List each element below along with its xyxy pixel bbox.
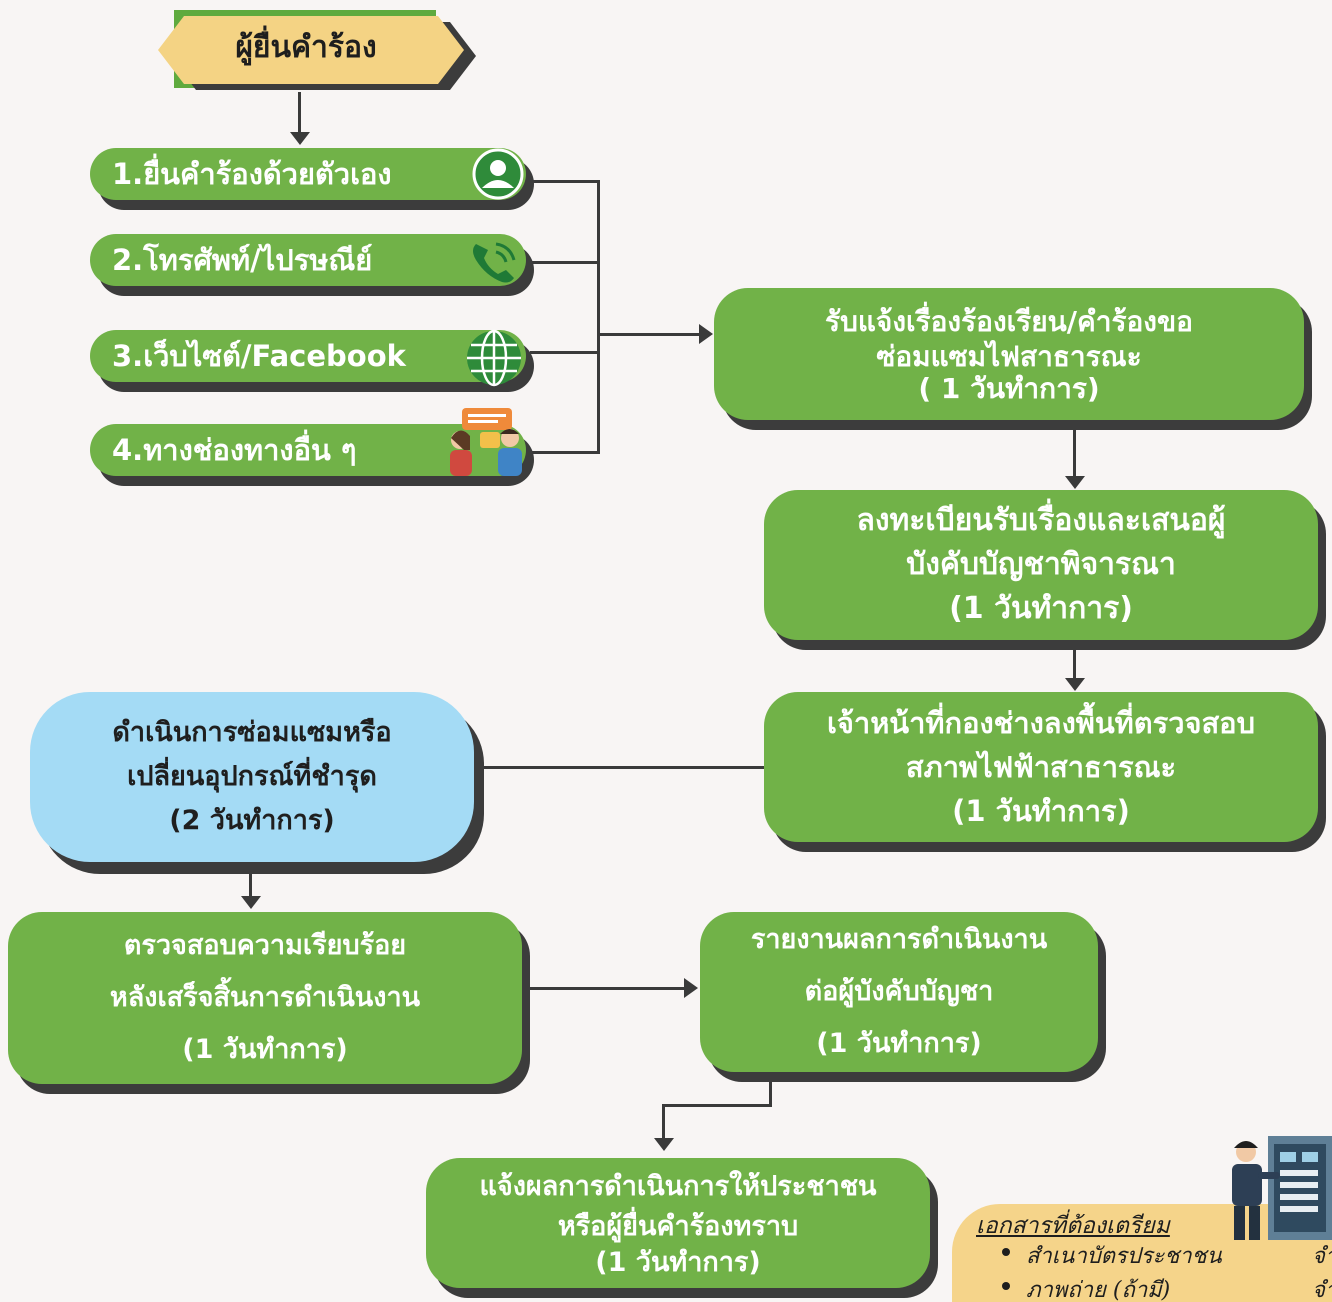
header-label: ผู้ยื่นคำร้อง [235,30,377,65]
channel-label: 1.ยื่นคำร้องด้วยตัวเอง [112,157,392,191]
chat-people-icon [444,406,528,478]
globe-icon [462,328,526,388]
connector-line [530,451,600,454]
connector-line [1073,640,1076,680]
phone-icon [466,236,522,286]
banner-shape [158,10,476,90]
step-line: เปลี่ยนอุปกรณ์ที่ชำรุด [127,761,377,792]
step-line: แจ้งผลการดำเนินการให้ประชาชน [479,1171,877,1202]
step-line: บังคับบัญชาพิจารณา [906,547,1176,582]
document-bullet [1002,1282,1010,1290]
person-icon [470,148,526,200]
document-item: ภาพถ่าย (ถ้ามี) [1026,1278,1171,1302]
step-line: ต่อผู้บังคับบัญชา [804,976,994,1007]
step-line: ดำเนินการซ่อมแซมหรือ [112,717,392,748]
step-line: ตรวจสอบความเรียบร้อย [123,930,407,961]
connector-line [478,766,768,769]
channel-label: 2.โทรศัพท์/ไปรษณีย์ [112,243,373,277]
arrow-head [654,1138,674,1151]
step-line: รายงานผลการดำเนินงาน [750,924,1048,955]
step-duration: (2 วันทำการ) [169,805,335,836]
connector-line [662,1104,772,1107]
connector-line [769,1072,772,1106]
step-repair: ดำเนินการซ่อมแซมหรือ เปลี่ยนอุปกรณ์ที่ชำ… [30,692,474,862]
step-register: ลงทะเบียนรับเรื่องและเสนอผู้ บังคับบัญชา… [764,490,1318,640]
arrow-head [699,324,713,344]
connector-line [1073,420,1076,478]
connector-line [662,1104,665,1140]
step-line: หรือผู้ยื่นคำร้องทราบ [557,1211,799,1242]
documents-title: เอกสารที่ต้องเตรียม [976,1213,1170,1239]
step-duration: (1 วันทำการ) [595,1247,761,1278]
step-duration: (1 วันทำการ) [949,591,1133,626]
document-cut-text: จำ [1312,1272,1332,1302]
channel-walk-in: 1.ยื่นคำร้องด้วยตัวเอง [90,148,526,200]
step-notify: แจ้งผลการดำเนินการให้ประชาชน หรือผู้ยื่น… [426,1158,930,1288]
arrow-head [241,896,261,909]
arrow-head [290,132,310,145]
connector-line [597,180,600,454]
step-line: ซ่อมแซมไฟสาธารณะ [876,340,1142,373]
connector-line [597,333,701,336]
step-report: รายงานผลการดำเนินงาน ต่อผู้บังคับบัญชา (… [700,912,1098,1072]
arrow-head [1065,678,1085,691]
step-line: เจ้าหน้าที่กองช่างลงพื้นที่ตรวจสอบ [827,706,1255,740]
step-line: หลังเสร็จสิ้นการดำเนินงาน [109,982,421,1013]
step-verify: ตรวจสอบความเรียบร้อย หลังเสร็จสิ้นการดำเ… [8,912,522,1084]
channel-other: 4.ทางช่องทางอื่น ๆ [90,424,526,476]
connector-line [530,351,600,354]
arrow-head [1065,476,1085,489]
connector-line [522,987,686,990]
document-cut-text: จำ [1312,1238,1332,1273]
document-item: สำเนาบัตรประชาชน [1026,1244,1222,1269]
connector-line [249,868,252,898]
connector-line [298,92,301,134]
header-banner: ผู้ยื่นคำร้อง [156,10,476,96]
step-duration: ( 1 วันทำการ) [918,372,1100,405]
step-line: ลงทะเบียนรับเรื่องและเสนอผู้ [856,503,1226,538]
connector-line [520,180,600,183]
channel-label: 3.เว็บไซต์/Facebook [112,339,406,373]
step-duration: (1 วันทำการ) [182,1034,348,1065]
step-duration: (1 วันทำการ) [952,794,1130,828]
arrow-head [684,978,698,998]
channel-web-facebook: 3.เว็บไซต์/Facebook [90,330,526,382]
step-inspect: เจ้าหน้าที่กองช่างลงพื้นที่ตรวจสอบ สภาพไ… [764,692,1318,842]
channel-phone-mail: 2.โทรศัพท์/ไปรษณีย์ [90,234,526,286]
step-line: รับแจ้งเรื่องร้องเรียน/คำร้องขอ [825,305,1193,338]
step-line: สภาพไฟฟ้าสาธารณะ [905,750,1177,784]
step-receive: รับแจ้งเรื่องร้องเรียน/คำร้องขอ ซ่อมแซมไ… [714,288,1304,420]
technician-icon [1218,1134,1332,1246]
step-duration: (1 วันทำการ) [816,1028,982,1059]
document-bullet [1002,1248,1010,1256]
channel-label: 4.ทางช่องทางอื่น ๆ [112,433,357,467]
connector-line [520,261,600,264]
